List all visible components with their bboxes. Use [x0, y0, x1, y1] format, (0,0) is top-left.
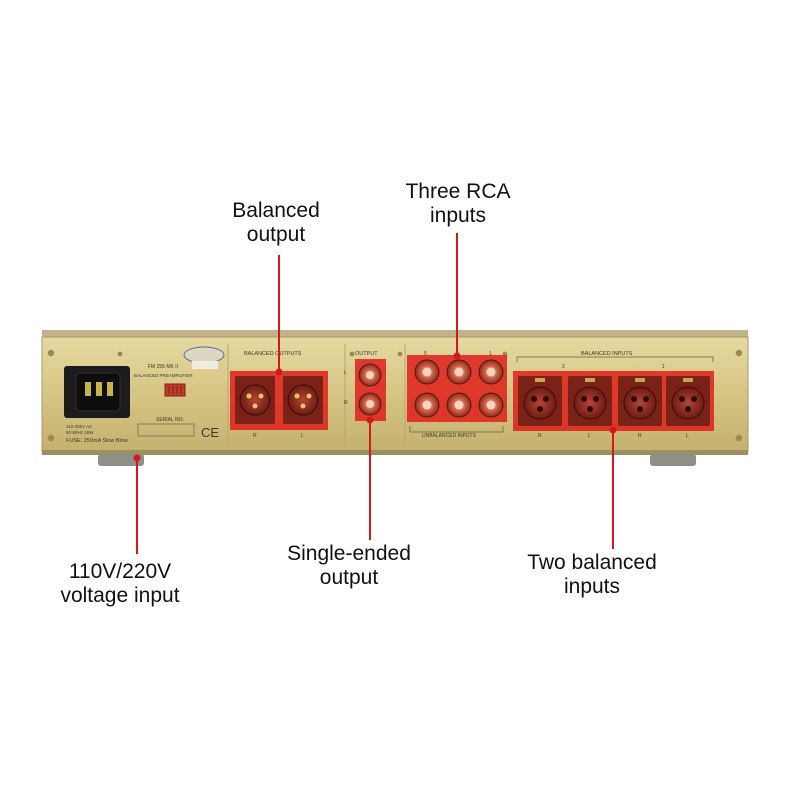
screw-icon	[397, 351, 403, 357]
rca-pin	[366, 400, 374, 408]
callout-voltage-input: 110V/220V voltage input	[60, 560, 180, 607]
screw-icon	[349, 351, 355, 357]
screw-icon	[117, 351, 123, 357]
rca-input-number: 1	[489, 351, 492, 357]
voltage-rating-line1: 110-250V AC	[66, 424, 93, 429]
screw-icon	[735, 434, 743, 442]
left-foot	[98, 454, 144, 466]
serial-box	[137, 423, 195, 437]
voltage-switch	[164, 383, 186, 397]
leader-dot	[609, 426, 617, 434]
model-subtitle: BALANCED PREAMPLIFIER	[134, 373, 193, 378]
channel-label: L	[686, 433, 689, 439]
callout-balanced-output: Balanced output	[232, 199, 320, 246]
channel-label: L	[588, 433, 591, 439]
xlr-input-group	[518, 376, 710, 426]
xlr-output-left	[283, 376, 323, 424]
balanced-input-number: 2	[562, 364, 565, 370]
rca-input-number: 5	[424, 351, 427, 357]
unbalanced-inputs-label: UNBALANCED INPUTS	[422, 433, 477, 439]
unbalanced-bracket	[409, 426, 504, 433]
callout-single-ended-output: Single-ended output	[287, 542, 411, 589]
brand-sticker	[192, 361, 218, 369]
ce-mark: CE	[201, 425, 219, 440]
channel-label: L	[301, 433, 304, 439]
output-l-label: L	[344, 370, 347, 376]
screw-icon	[47, 349, 55, 357]
channel-label: R	[538, 433, 542, 439]
balanced-outputs-label: BALANCED OUTPUTS	[244, 351, 302, 357]
balanced-input-number: 1	[662, 364, 665, 370]
leader-dot	[133, 454, 141, 462]
leader-dot	[453, 352, 461, 360]
rca-pin	[366, 371, 374, 379]
right-foot	[650, 454, 696, 466]
power-inlet	[64, 366, 130, 418]
leader-dot	[366, 416, 374, 424]
voltage-rating-line2: 50-60Hz 15W	[66, 430, 94, 435]
callout-two-balanced-inputs: Two balanced inputs	[527, 551, 657, 598]
model-name: FM 255 MK II	[148, 364, 178, 370]
chassis-top-edge	[42, 330, 748, 338]
output-r-label: R	[344, 400, 348, 406]
rca-input-grid	[414, 359, 504, 418]
screw-icon	[735, 349, 743, 357]
output-label: OUTPUT	[355, 351, 378, 357]
leader-dot	[275, 368, 283, 376]
screw-icon	[47, 434, 55, 442]
xlr-output-right	[235, 376, 275, 424]
brand-seal-logo	[183, 346, 225, 364]
callout-three-rca-inputs: Three RCA inputs	[405, 180, 511, 227]
serial-label: SERIAL NO.	[156, 417, 184, 423]
balanced-inputs-label: BALANCED INPUTS	[581, 351, 633, 357]
fuse-label: FUSE: 250mA Slow Blow	[66, 438, 128, 444]
chassis-bottom-edge	[42, 450, 748, 455]
channel-label: R	[638, 433, 642, 439]
channel-label: R	[253, 433, 257, 439]
balanced-inputs-bracket	[516, 356, 714, 362]
